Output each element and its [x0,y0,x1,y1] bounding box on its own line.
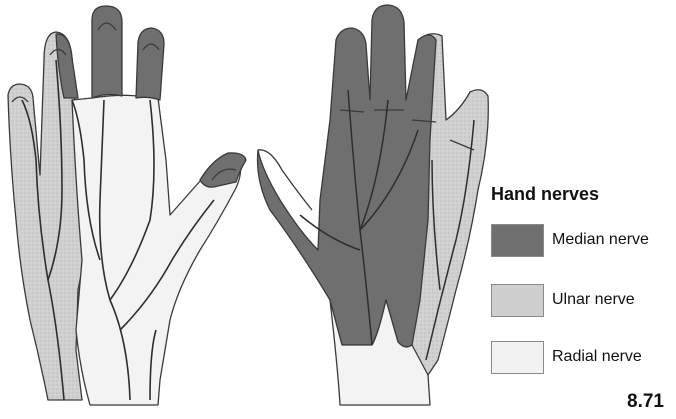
dorsal-index-finger-median [136,28,164,100]
legend-label-median: Median nerve [552,231,649,249]
palmar-median-region [258,5,437,347]
legend-label-radial: Radial nerve [552,348,642,366]
dorsal-middle-finger-median [92,6,122,98]
legend-title: Hand nerves [491,184,599,205]
legend-item-ulnar: Ulnar nerve [491,284,671,318]
legend-swatch-radial [491,341,544,374]
legend-item-radial: Radial nerve [491,341,671,375]
figure-number: 8.71 [627,391,664,413]
legend-swatch-median [491,224,544,257]
legend-item-median: Median nerve [491,224,671,258]
legend-swatch-ulnar [491,284,544,317]
dorsal-hand [8,6,246,405]
palmar-hand [258,5,489,405]
legend-label-ulnar: Ulnar nerve [552,291,635,309]
